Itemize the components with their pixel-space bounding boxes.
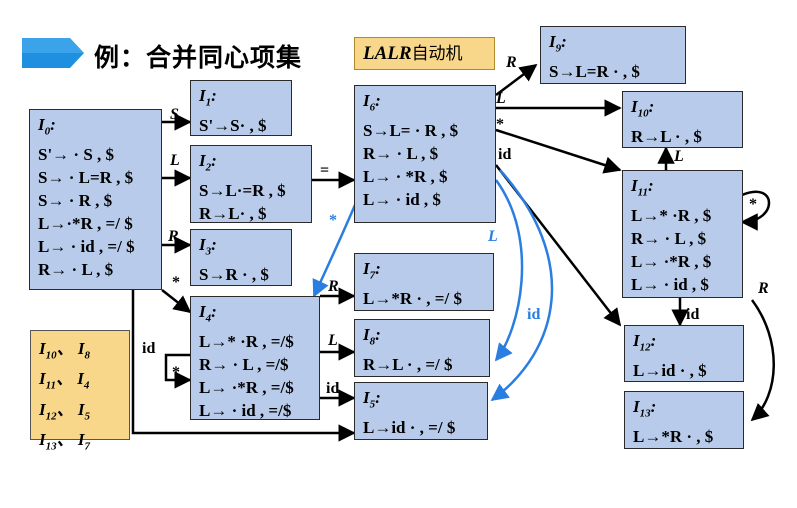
state-i7-item: L→*R · , =/ $: [363, 289, 462, 309]
state-i0: I0: S'→ · S , $ S→ · L=R , $ S→ · R , $ …: [29, 109, 162, 290]
state-i12-header: I12:: [633, 331, 657, 354]
state-i6-header: I6:: [363, 91, 381, 114]
edge-i11-self: [740, 190, 771, 231]
state-i3: I3: S→R · , $: [190, 229, 292, 286]
state-i11: I11: L→* ·R , $ R→ · L , $ L→ ·*R , $ L→…: [622, 170, 743, 298]
label-star1: *: [172, 274, 180, 291]
edge-i6-i5-blue: [490, 169, 554, 402]
state-i0-item: R→ · L , $: [38, 260, 114, 280]
tag-italic: LALR: [363, 43, 412, 64]
state-i11-item: L→* ·R , $: [631, 206, 712, 226]
state-i8-item: R→L · , =/ $: [363, 355, 453, 375]
state-i2-item: R→L· , $: [199, 204, 267, 224]
state-i12-item: L→id · , $: [633, 361, 707, 381]
state-i4-header: I4:: [199, 302, 217, 325]
state-i4-item: L→ · id , =/$: [199, 401, 292, 421]
state-i11-header: I11:: [631, 176, 654, 199]
state-i0-item: S→ · R , $: [38, 191, 113, 211]
lalr-tag: LALR自动机: [354, 37, 495, 70]
state-i1: I1: S'→S· , $: [190, 80, 292, 136]
label-id4b: id: [326, 380, 340, 397]
state-i1-item: S'→S· , $: [199, 116, 267, 136]
merge-row: I11、 I4: [39, 369, 90, 392]
tag-text: 自动机: [411, 44, 463, 64]
state-i2-item: S→L·=R , $: [199, 181, 286, 201]
state-i6-item: L→ · id , $: [363, 190, 441, 210]
label-id-blue: id: [527, 306, 541, 323]
edge-i0-i4: [161, 289, 192, 314]
label-r1: R: [168, 228, 179, 245]
state-i6-item: S→L= · R , $: [363, 121, 459, 141]
state-i5-header: I5:: [363, 388, 381, 411]
state-i0-item: L→·*R , =/ $: [38, 214, 133, 234]
state-i11-item: L→ ·*R , $: [631, 252, 712, 272]
state-i9-header: I9:: [549, 32, 567, 55]
page-title: 例：合并同心项集: [94, 43, 303, 72]
label-id6: id: [498, 146, 512, 163]
state-i0-item: L→ · id , =/ $: [38, 237, 135, 257]
edge-i6-i8-blue: [494, 179, 524, 362]
state-i3-header: I3:: [199, 235, 217, 258]
label-eq: =: [320, 162, 330, 179]
state-i4-item: L→ ·*R , =/$: [199, 378, 294, 398]
label-star-blue: *: [329, 212, 337, 229]
edge-i6-i9: [495, 63, 538, 96]
state-i5-item: L→id · , =/ $: [363, 418, 456, 438]
state-i4-item: L→* ·R , =/$: [199, 332, 294, 352]
state-i6-item: L→ · *R , $: [363, 167, 448, 187]
state-i4-item: R→ · L , =/$: [199, 355, 289, 375]
state-i2-header: I2:: [199, 151, 217, 174]
state-i7-header: I7:: [363, 259, 381, 282]
label-id11: id: [686, 306, 700, 323]
edge-i11-i13: [750, 299, 775, 422]
label-l11: L: [674, 148, 684, 165]
merge-row: I12、 I5: [39, 399, 90, 423]
state-i10: I10: R→L · , $: [622, 91, 743, 148]
state-i10-header: I10:: [631, 97, 655, 120]
state-i2: I2: S→L·=R , $ R→L· , $: [190, 145, 312, 223]
label-l1: L: [170, 152, 180, 169]
state-i4: I4: L→* ·R , =/$ R→ · L , =/$ L→ ·*R , =…: [190, 296, 320, 420]
state-i3-item: S→R · , $: [199, 265, 269, 285]
state-i13: I13: L→*R · , $: [624, 391, 744, 449]
state-i0-item: S→ · L=R , $: [38, 168, 134, 188]
state-i12: I12: L→id · , $: [624, 325, 744, 382]
title-arrow-icon: [22, 38, 84, 68]
label-r6: R: [506, 54, 517, 71]
state-i8-header: I8:: [363, 325, 381, 348]
state-i13-header: I13:: [633, 397, 657, 420]
label-id4: id: [142, 340, 156, 357]
merge-row: I13、 I7: [39, 430, 90, 453]
label-star4: *: [172, 364, 180, 381]
state-i5: I5: L→id · , =/ $: [354, 382, 488, 440]
state-i13-item: L→*R · , $: [633, 427, 714, 447]
state-i9-item: S→L=R · , $: [549, 62, 640, 82]
label-l-blue: L: [488, 228, 498, 245]
state-i0-item: S'→ · S , $: [38, 145, 115, 165]
merge-note: I10、 I8 I11、 I4 I12、 I5 I13、 I7: [30, 330, 130, 453]
state-i6: I6: S→L= · R , $ R→ · L , $ L→ · *R , $ …: [354, 85, 496, 223]
state-i11-item: R→ · L , $: [631, 229, 707, 249]
state-i0-header: I0:: [38, 115, 56, 138]
state-i11-item: L→ · id , $: [631, 275, 709, 295]
state-i8: I8: R→L · , =/ $: [354, 319, 490, 377]
edge-i6-i11: [495, 128, 622, 174]
state-i9: I9: S→L=R · , $: [540, 26, 686, 84]
label-l6: L: [496, 90, 506, 107]
label-s: S: [170, 106, 179, 123]
state-i6-item: R→ · L , $: [363, 144, 439, 164]
state-i1-header: I1:: [199, 86, 217, 109]
edge-i6-i4-blue: [312, 197, 360, 298]
state-i7: I7: L→*R · , =/ $: [354, 253, 494, 311]
label-star11: *: [749, 196, 757, 213]
label-star6: *: [496, 116, 504, 133]
merge-row: I10、 I8: [39, 339, 90, 362]
edge-i0-i5: [131, 290, 356, 442]
label-r11: R: [758, 280, 769, 297]
label-l4: L: [328, 332, 338, 349]
state-i10-item: R→L · , $: [631, 127, 702, 147]
edge-i4-self: [164, 353, 192, 389]
label-r4: R: [328, 278, 339, 295]
